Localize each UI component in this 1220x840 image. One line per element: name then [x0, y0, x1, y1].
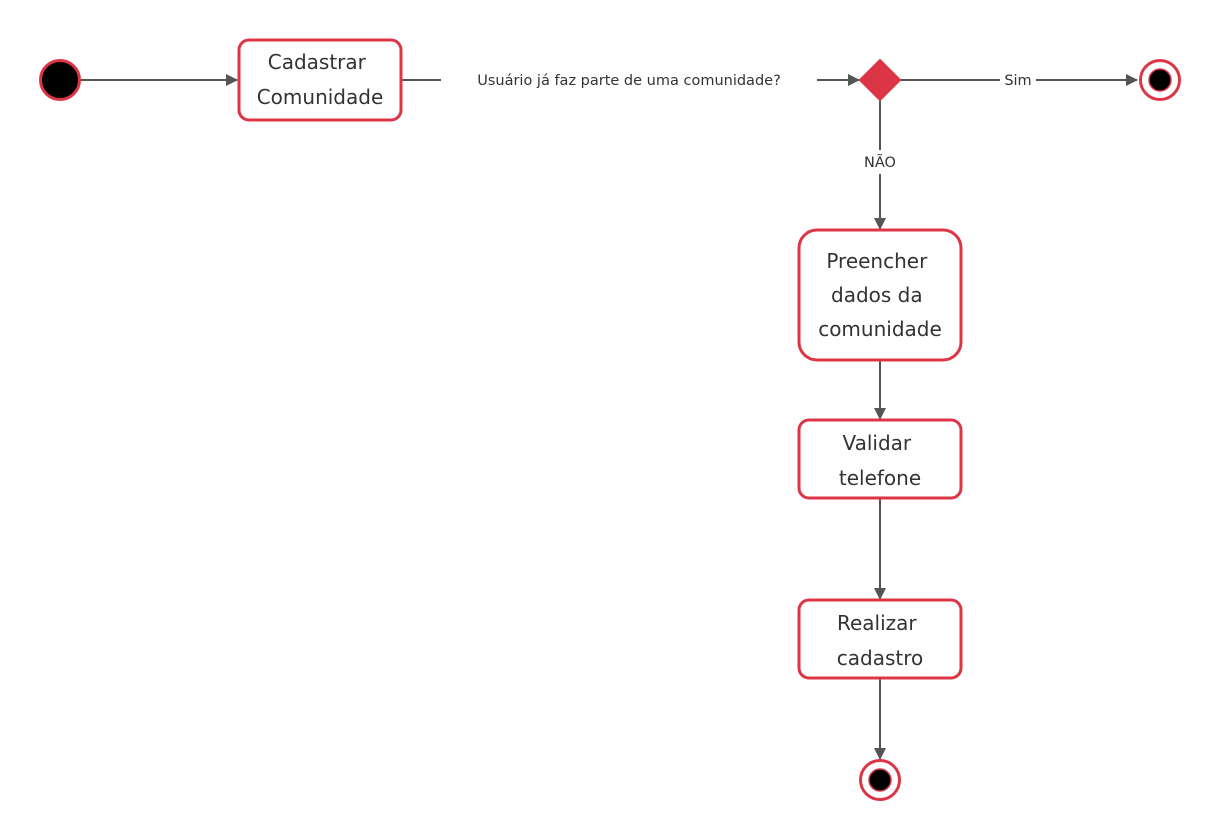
- action-label-line: Validar: [842, 431, 911, 455]
- decision-node: [859, 59, 901, 101]
- edge-label-question: Usuário já faz parte de uma comunidade?: [477, 73, 781, 89]
- action-cadastrar-comunidade: Cadastrar Comunidade: [237, 38, 403, 122]
- action-realizar-cadastro: Realizar cadastro: [797, 598, 963, 680]
- edge-cadastrar-to-decision: Usuário já faz parte de uma comunidade?: [401, 70, 860, 90]
- action-label: Preencher dados da comunidade: [818, 249, 942, 341]
- action-label: Realizar cadastro: [837, 611, 923, 670]
- edge-decision-to-preencher: NÃO: [856, 101, 904, 230]
- action-label: Cadastrar Comunidade: [257, 50, 384, 109]
- edge-label-background: [856, 150, 904, 174]
- edge-decision-to-end-sim: Sim: [901, 70, 1138, 90]
- action-label-line: dados da: [831, 283, 923, 307]
- action-label-line: Cadastrar: [268, 50, 367, 74]
- action-preencher-dados: Preencher dados da comunidade: [797, 228, 963, 362]
- action-label-line: Preencher: [826, 249, 928, 273]
- edge-label-background: [1000, 70, 1036, 90]
- action-validar-telefone: Validar telefone: [797, 418, 963, 500]
- action-label-line: comunidade: [818, 317, 942, 341]
- final-node-main: [859, 759, 901, 801]
- action-label-line: Comunidade: [257, 85, 384, 109]
- action-label-line: cadastro: [837, 646, 923, 670]
- edge-label-nao: NÃO: [864, 154, 896, 171]
- action-label-line: telefone: [839, 466, 921, 490]
- initial-node: [39, 59, 81, 101]
- edge-label-background: [441, 70, 817, 90]
- action-label: Validar telefone: [839, 431, 921, 490]
- action-label-line: Realizar: [837, 611, 917, 635]
- final-node-sim: [1139, 59, 1181, 101]
- edge-label-sim: Sim: [1004, 73, 1031, 89]
